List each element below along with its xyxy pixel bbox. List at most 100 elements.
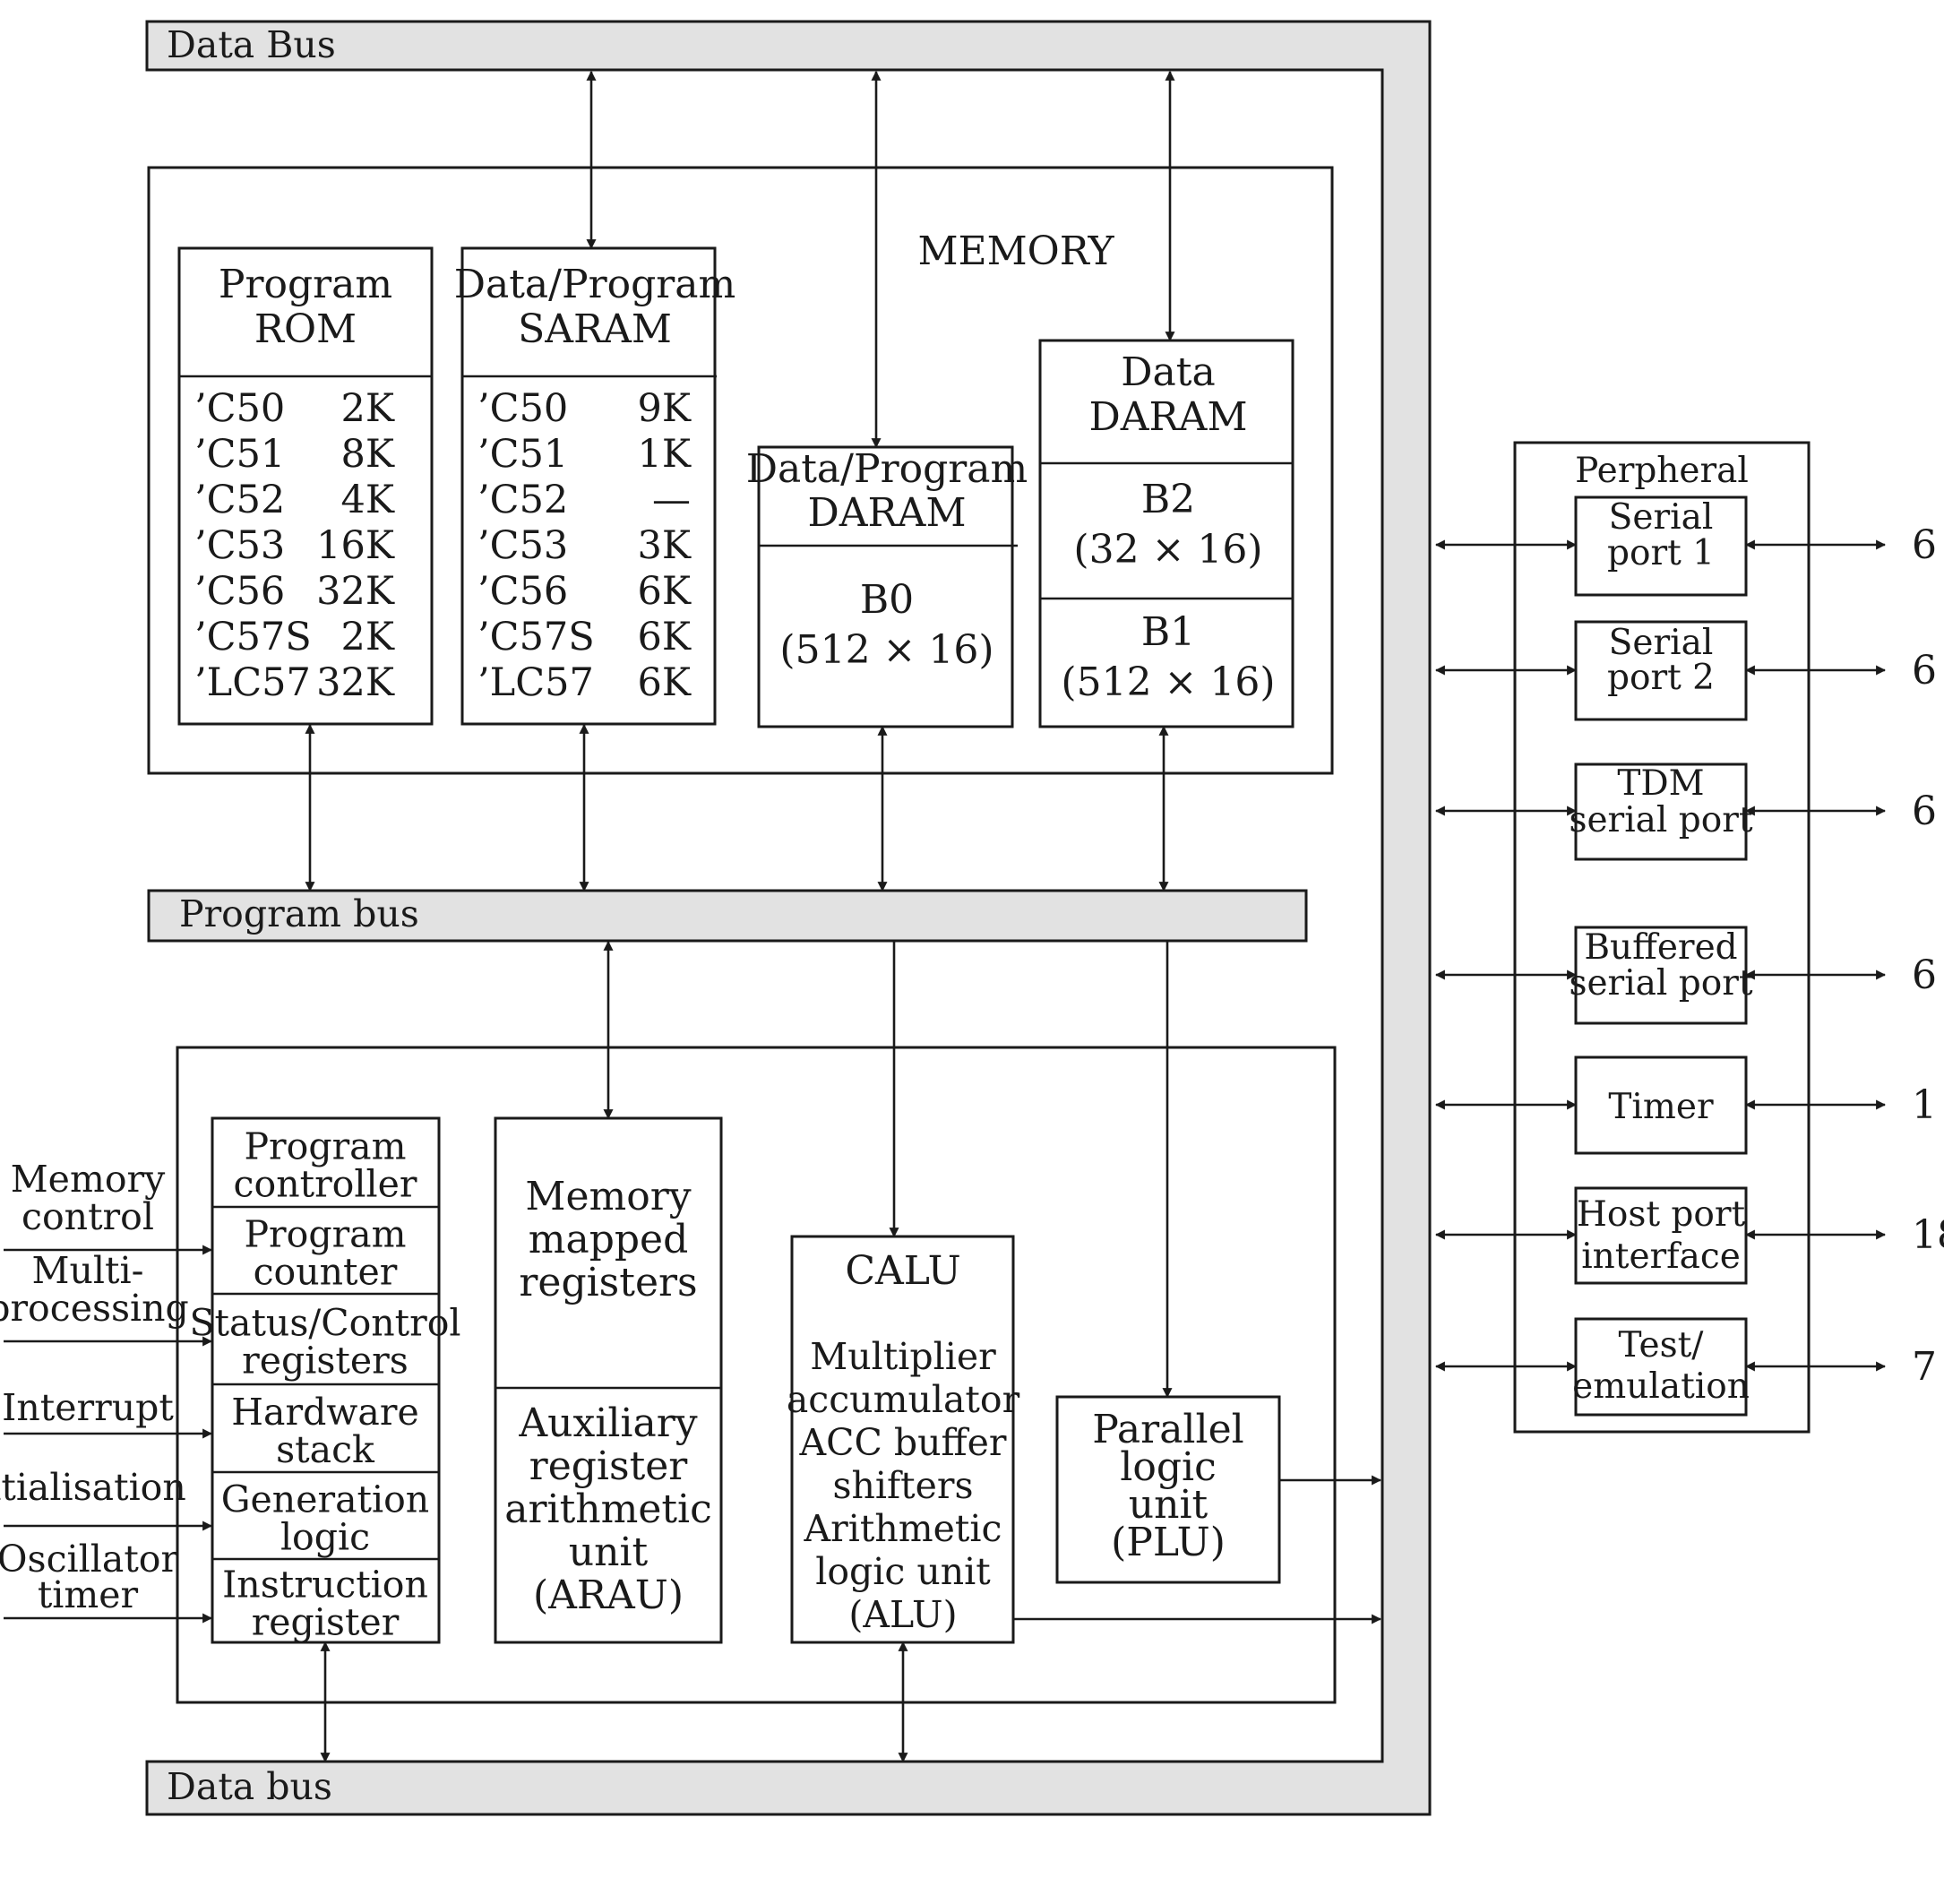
controller-stack: ProgramcontrollerProgramcounterStatus/Co… bbox=[189, 1116, 461, 1644]
calu-line: (ALU) bbox=[848, 1593, 957, 1636]
saram-row-device: ’LC57 bbox=[477, 660, 594, 705]
peripheral-pin-count: 6 bbox=[1912, 522, 1937, 568]
daram-b2-size: (32 × 16) bbox=[1073, 527, 1262, 573]
saram-row-size: 6K bbox=[638, 615, 692, 659]
plu-line: logic bbox=[1120, 1444, 1216, 1490]
rom-row-device: ’C56 bbox=[194, 569, 285, 614]
controller-cell-line-2: controller bbox=[234, 1163, 417, 1206]
calu-line: accumulator bbox=[787, 1378, 1020, 1421]
rom-row-size: 4K bbox=[341, 478, 395, 522]
controller-cell-line-1: Hardware bbox=[231, 1391, 418, 1434]
daram-program-title-1: Data/Program bbox=[746, 446, 1028, 492]
data-bus-frame bbox=[145, 20, 1432, 1816]
mmr-label-line: mapped bbox=[529, 1217, 689, 1262]
signal-label: timer bbox=[38, 1573, 139, 1616]
peripheral-pin-count: 6 bbox=[1912, 788, 1937, 834]
arau-label-line: register bbox=[529, 1443, 689, 1489]
rom-row-size: 8K bbox=[341, 432, 395, 477]
daram-program-title-2: DARAM bbox=[807, 490, 966, 536]
peripheral-pin-count: 6 bbox=[1912, 952, 1937, 998]
calu-line: logic unit bbox=[815, 1550, 991, 1593]
saram-row-device: ’C52 bbox=[477, 478, 568, 522]
peripheral-title: Perpheral bbox=[1575, 451, 1749, 491]
arau-label-line: arithmetic bbox=[504, 1486, 712, 1532]
saram-title-2: SARAM bbox=[518, 306, 672, 352]
controller-cell-line-1: Instruction bbox=[222, 1564, 428, 1607]
daram-program-block: Data/Program DARAM B0 (512 × 16) bbox=[746, 445, 1028, 728]
daram-b0-label: B0 bbox=[860, 577, 914, 623]
rom-row-device: ’LC57 bbox=[194, 660, 311, 705]
controller-cell-line-1: Program bbox=[244, 1213, 406, 1256]
peripheral-port-label: emulation bbox=[1572, 1366, 1750, 1407]
peripheral-port-label: serial port bbox=[1569, 963, 1752, 1004]
signal-label: Memory bbox=[11, 1158, 166, 1201]
controller-cell-line-1: Status/Control bbox=[189, 1302, 460, 1345]
program-rom-title-2: ROM bbox=[254, 306, 357, 352]
controller-cell-line-1: Program bbox=[244, 1125, 406, 1168]
calu-line: Arithmetic bbox=[804, 1507, 1002, 1550]
peripheral-port-box bbox=[1574, 1186, 1748, 1285]
controller-cell-line-2: register bbox=[252, 1601, 400, 1644]
program-rom-title-1: Program bbox=[219, 262, 392, 307]
memory-title: MEMORY bbox=[917, 228, 1114, 274]
peripheral-pin-count: 6 bbox=[1912, 648, 1937, 694]
rom-row-device: ’C52 bbox=[194, 478, 285, 522]
controller-cell-line-2: logic bbox=[280, 1516, 370, 1559]
calu-line: shifters bbox=[832, 1464, 973, 1507]
controller-cell-line-2: stack bbox=[276, 1428, 375, 1471]
peripheral-pin-count: 7 bbox=[1912, 1344, 1937, 1390]
peripheral-port-label: Serial bbox=[1609, 497, 1714, 538]
peripheral-port-box bbox=[1574, 926, 1748, 1025]
daram-data-title-2: DARAM bbox=[1088, 394, 1247, 440]
program-bus bbox=[147, 889, 1308, 943]
signal-label: control bbox=[22, 1195, 154, 1238]
data-bus-top-label: Data Bus bbox=[167, 23, 336, 66]
saram-row-size: 6K bbox=[638, 660, 692, 705]
plu-line: unit bbox=[1129, 1482, 1209, 1528]
peripheral-port-label: Host port bbox=[1577, 1194, 1746, 1235]
rom-row-device: ’C51 bbox=[194, 432, 285, 477]
rom-row-device: ’C50 bbox=[194, 386, 285, 431]
program-rom-block: Program ROM ’C50 2K ’C51 8K ’C52 4K ’C53 16K ’C5… bbox=[177, 246, 434, 726]
calu-title: CALU bbox=[845, 1248, 960, 1294]
peripheral-port-label: Timer bbox=[1608, 1087, 1714, 1127]
saram-row-size: 9K bbox=[638, 386, 692, 431]
saram-row-device: ’C51 bbox=[477, 432, 568, 477]
peripheral-port-label: port 1 bbox=[1607, 533, 1715, 573]
signal-label: processing bbox=[0, 1287, 189, 1330]
peripheral-port-label: port 2 bbox=[1607, 658, 1715, 698]
arau-label-line: (ARAU) bbox=[533, 1572, 684, 1618]
rom-row-size: 16K bbox=[316, 523, 395, 568]
peripheral-port-label: TDM bbox=[1617, 763, 1704, 804]
peripheral-port-label: Serial bbox=[1609, 623, 1714, 663]
saram-title-1: Data/Program bbox=[454, 262, 736, 307]
saram-row-size: 6K bbox=[638, 569, 692, 614]
saram-row-size: 3K bbox=[638, 523, 692, 568]
signal-label: itialisation bbox=[0, 1466, 186, 1509]
signal-label: Oscillator bbox=[0, 1538, 178, 1581]
rom-row-size: 2K bbox=[341, 386, 395, 431]
saram-row-device: ’C53 bbox=[477, 523, 568, 568]
saram-row-device: ’C50 bbox=[477, 386, 568, 431]
peripheral-port-box bbox=[1574, 1317, 1748, 1417]
rom-row-size: 32K bbox=[316, 660, 395, 705]
rom-row-size: 2K bbox=[341, 615, 395, 659]
mmr-label-line: registers bbox=[519, 1260, 697, 1305]
signal-label: Interrupt bbox=[2, 1386, 174, 1429]
peripheral-port-box bbox=[1574, 762, 1748, 861]
peripheral-port-label: interface bbox=[1581, 1236, 1741, 1277]
peripheral-pin-count: 1 bbox=[1912, 1082, 1937, 1128]
daram-data-title-1: Data bbox=[1121, 349, 1215, 395]
rom-row-device: ’C53 bbox=[194, 523, 285, 568]
peripheral-port-label: Test/ bbox=[1619, 1325, 1705, 1366]
controller-cell-line-1: Generation bbox=[221, 1478, 429, 1521]
signal-label: Multi- bbox=[32, 1249, 144, 1292]
saram-row-size: 1K bbox=[638, 432, 692, 477]
plu-line: (PLU) bbox=[1111, 1520, 1226, 1565]
arau-label-line: unit bbox=[569, 1529, 649, 1575]
